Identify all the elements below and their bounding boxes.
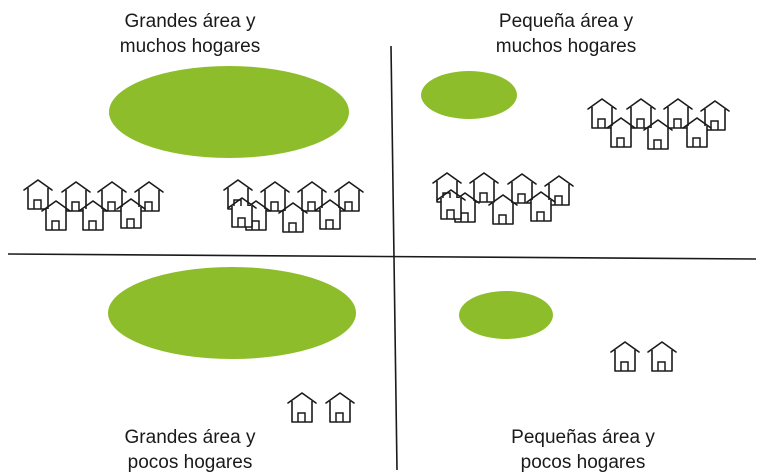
house-icon [610,341,640,372]
house-icon [469,172,499,203]
label-line: pocos hogares [127,452,253,473]
quadrant-label-bottom-right: Pequeñas área y pocos hogares [483,425,683,475]
house-icon [700,100,730,131]
house-cluster-top-right-a [587,98,730,150]
label-line: muchos hogares [119,36,261,57]
vertical-divider [390,45,398,471]
horizontal-divider [7,253,757,260]
house-cluster-bottom-right [610,341,677,372]
house-cluster-top-left-a [23,179,164,231]
house-icon [325,392,355,423]
house-cluster-top-right-b [432,172,574,225]
small-area-bottom-right [459,291,553,339]
house-icon [23,179,53,210]
house-cluster-top-left-b [223,179,364,233]
house-icon [432,172,462,203]
house-icon [647,341,677,372]
large-area-bottom-left [108,267,356,359]
label-line: muchos hogares [495,36,637,57]
label-line: pocos hogares [520,452,646,473]
house-icon [134,181,164,212]
small-area-top-right [421,71,517,119]
quadrant-label-top-left: Grandes área y muchos hogares [90,9,290,59]
house-icon [287,392,317,423]
quadrant-label-bottom-left: Grandes área y pocos hogares [90,425,290,475]
quadrant-label-top-right: Pequeña área y muchos hogares [466,9,666,59]
label-line: Grandes área y [124,11,256,32]
label-line: Pequeñas área y [511,427,655,448]
house-icon [626,98,656,129]
house-cluster-bottom-left [287,392,355,423]
house-icon [223,179,253,210]
label-line: Grandes área y [124,427,256,448]
large-area-top-left [109,66,349,158]
label-line: Pequeña área y [498,11,634,32]
